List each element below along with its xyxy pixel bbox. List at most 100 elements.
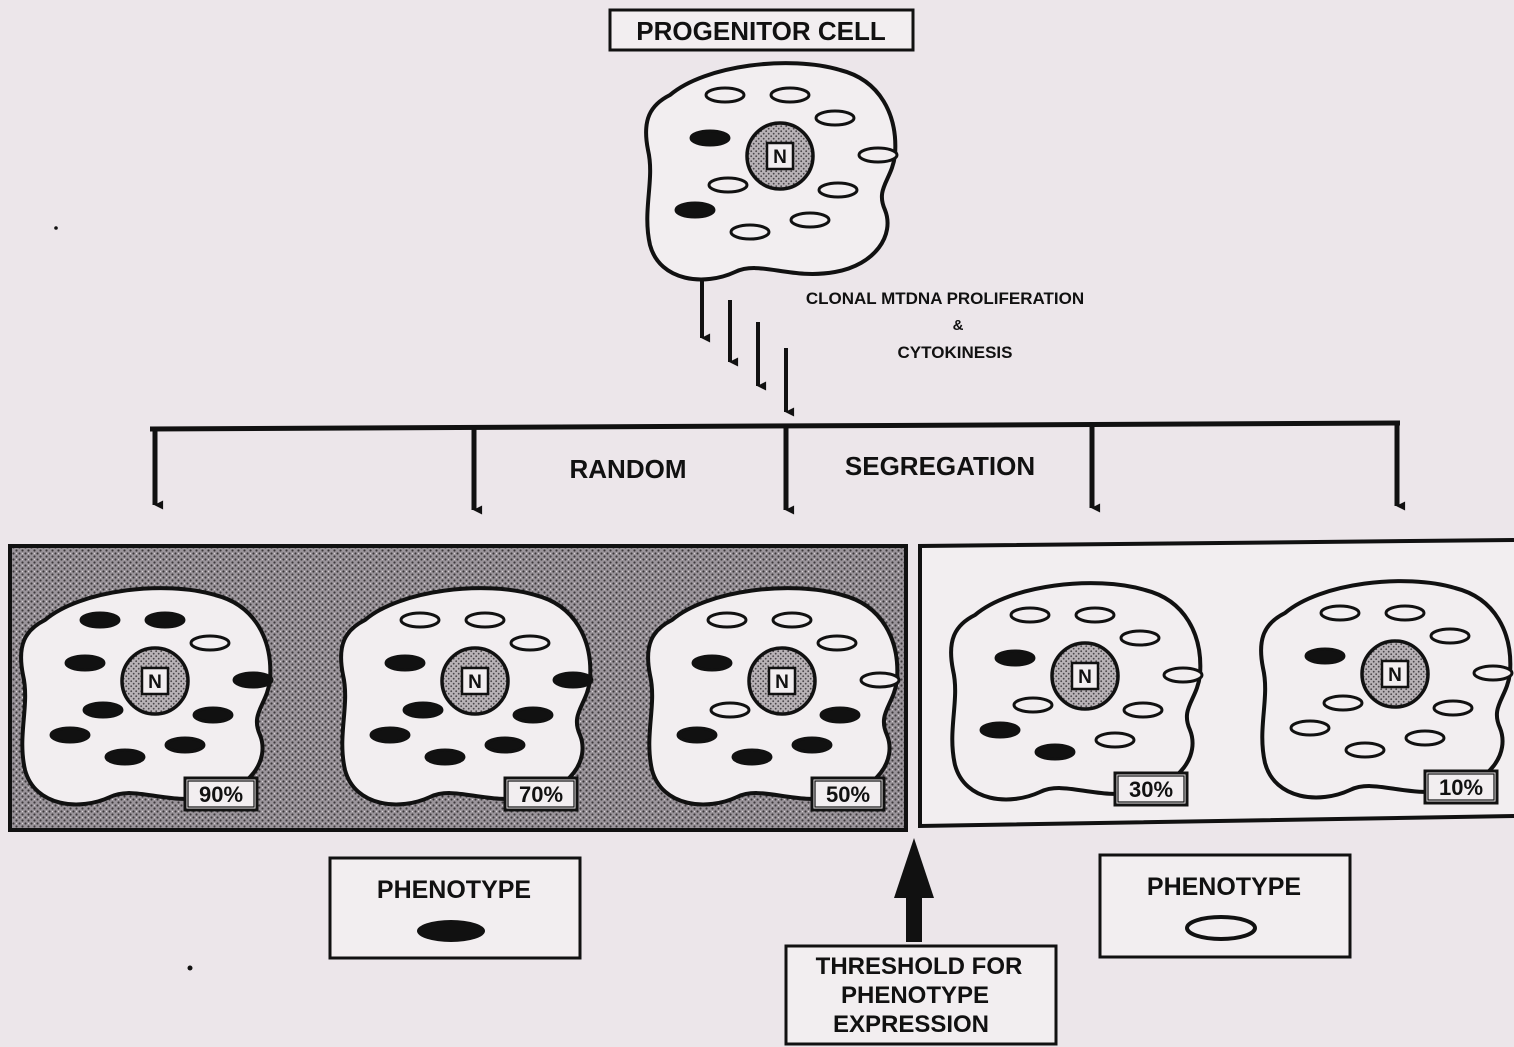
wild-mitochondrion — [708, 613, 746, 627]
segregation-label: SEGREGATION — [845, 451, 1035, 481]
wild-mitochondrion — [706, 88, 744, 102]
percent-label: 70% — [519, 782, 563, 807]
wild-mitochondrion — [1346, 743, 1384, 757]
cell: N — [648, 588, 899, 804]
wild-mitochondrion — [1474, 666, 1512, 680]
wild-mitochondrion — [1406, 731, 1444, 745]
filled-mitochondrion-icon — [417, 920, 485, 942]
mutant-mitochondrion — [996, 651, 1034, 665]
mutant-mitochondrion — [733, 750, 771, 764]
threshold-line1: THRESHOLD FOR — [816, 953, 1023, 980]
mutant-mitochondrion — [691, 131, 729, 145]
proliferation-arrows — [702, 278, 786, 412]
mutant-mitochondrion — [234, 673, 272, 687]
mutant-mitochondrion — [1036, 745, 1074, 759]
percent-badge: 90% — [185, 778, 257, 810]
mutant-mitochondrion — [793, 738, 831, 752]
mutant-mitochondrion — [404, 703, 442, 717]
threshold-line3: EXPRESSION — [833, 1011, 989, 1038]
mutant-mitochondrion — [81, 613, 119, 627]
mutant-mitochondrion — [678, 728, 716, 742]
wild-mitochondrion — [1321, 606, 1359, 620]
speck — [54, 226, 58, 230]
mutant-mitochondrion — [106, 750, 144, 764]
mutant-mitochondrion — [51, 728, 89, 742]
legend-mutant-label: PHENOTYPE — [377, 876, 531, 904]
wild-mitochondrion — [816, 111, 854, 125]
wild-mitochondrion — [859, 148, 897, 162]
wild-mitochondrion — [1386, 606, 1424, 620]
threshold-line2: PHENOTYPE — [841, 982, 989, 1009]
percent-badge: 50% — [812, 778, 884, 810]
mutant-mitochondrion — [84, 703, 122, 717]
mutant-mitochondrion — [693, 656, 731, 670]
process-label-line1: CLONAL MTDNA PROLIFERATION — [806, 289, 1084, 308]
cell: N — [951, 583, 1202, 799]
wild-mitochondrion — [1291, 721, 1329, 735]
mutant-mitochondrion — [486, 738, 524, 752]
segregation-bracket — [150, 423, 1400, 510]
wild-mitochondrion — [1431, 629, 1469, 643]
cell: N — [646, 63, 897, 279]
wild-mitochondrion — [1124, 703, 1162, 717]
mutant-mitochondrion — [146, 613, 184, 627]
mutant-mitochondrion — [1306, 649, 1344, 663]
wild-mitochondrion — [791, 213, 829, 227]
threshold-box: THRESHOLD FOR PHENOTYPE EXPRESSION — [786, 946, 1056, 1044]
percent-label: 90% — [199, 782, 243, 807]
wild-mitochondrion — [466, 613, 504, 627]
threshold-arrow — [894, 838, 934, 942]
nucleus-label: N — [773, 147, 787, 168]
mutant-mitochondrion — [514, 708, 552, 722]
mutant-mitochondrion — [371, 728, 409, 742]
wild-mitochondrion — [771, 88, 809, 102]
progenitor-cell: N — [646, 63, 897, 279]
cell: N — [1261, 581, 1512, 797]
open-mitochondrion-icon — [1187, 917, 1255, 939]
wild-mitochondrion — [773, 613, 811, 627]
nucleus-label: N — [468, 672, 482, 693]
mutant-mitochondrion — [981, 723, 1019, 737]
wild-mitochondrion — [1164, 668, 1202, 682]
wild-mitochondrion — [709, 178, 747, 192]
wild-mitochondrion — [1014, 698, 1052, 712]
mutant-mitochondrion — [554, 673, 592, 687]
wild-mitochondrion — [511, 636, 549, 650]
wild-mitochondrion — [1076, 608, 1114, 622]
wild-mitochondrion — [1324, 696, 1362, 710]
process-label-line2: & — [953, 317, 964, 334]
mutant-mitochondrion — [194, 708, 232, 722]
percent-badge: 10% — [1425, 771, 1497, 803]
process-label-line3: CYTOKINESIS — [898, 343, 1013, 362]
wild-mitochondrion — [711, 703, 749, 717]
wild-mitochondrion — [1096, 733, 1134, 747]
speck — [188, 966, 193, 971]
nucleus-label: N — [1078, 667, 1092, 688]
wild-mitochondrion — [1011, 608, 1049, 622]
wild-mitochondrion — [819, 183, 857, 197]
wild-mitochondrion — [1121, 631, 1159, 645]
cell: N — [21, 588, 272, 804]
progenitor-title-box: PROGENITOR CELL — [610, 10, 913, 50]
wild-mitochondrion — [861, 673, 899, 687]
mutant-mitochondrion — [166, 738, 204, 752]
legend-wild: PHENOTYPE — [1100, 855, 1350, 957]
legend-wild-label: PHENOTYPE — [1147, 873, 1301, 901]
progenitor-title: PROGENITOR CELL — [636, 16, 886, 46]
nucleus-label: N — [775, 672, 789, 693]
nucleus-label: N — [148, 672, 162, 693]
wild-mitochondrion — [191, 636, 229, 650]
percent-badge: 70% — [505, 778, 577, 810]
percent-label: 10% — [1439, 775, 1483, 800]
mutant-mitochondrion — [66, 656, 104, 670]
percent-label: 30% — [1129, 777, 1173, 802]
mutant-mitochondrion — [821, 708, 859, 722]
wild-mitochondrion — [818, 636, 856, 650]
wild-mitochondrion — [401, 613, 439, 627]
mutant-mitochondrion — [426, 750, 464, 764]
percent-label: 50% — [826, 782, 870, 807]
legend-mutant: PHENOTYPE — [330, 858, 580, 958]
mutant-mitochondrion — [676, 203, 714, 217]
